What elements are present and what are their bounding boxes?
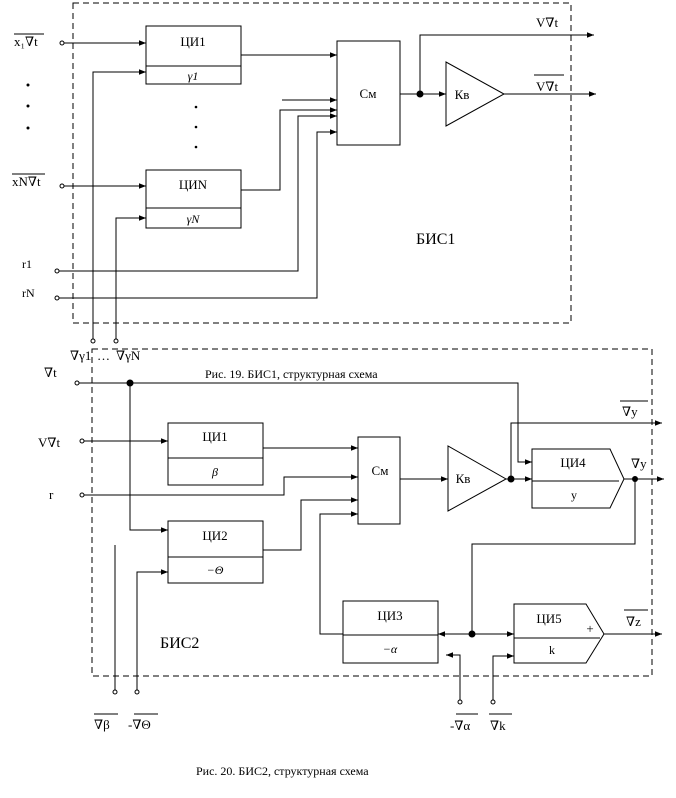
bis2-alpha-label: -∇α: [450, 718, 470, 733]
bis2-k-label: ∇k: [490, 718, 506, 733]
bis2-ci5-block: ЦИ5 k +: [513, 603, 605, 664]
bis2-sm-label: См: [372, 463, 389, 478]
bis2-boundary: [91, 348, 653, 677]
bis2-ci1-param: β: [211, 465, 218, 479]
bis1-input-xn-label: xN∇t: [12, 174, 41, 189]
bis2-ci3-param: −α: [383, 642, 398, 656]
caption-fig19: Рис. 19. БИС1, структурная схема: [205, 367, 378, 381]
bis1-cin-param: γN: [187, 212, 201, 226]
bis2-ci3-out-wire: [319, 511, 358, 635]
bis1-group: ЦИ1 γ1 ЦИN γN См Кв x₁∇t: [12, 2, 596, 363]
bis2-ci4-param: y: [571, 488, 577, 502]
bis1-boundary: [72, 2, 572, 324]
bis1-rn-wire: [59, 129, 337, 299]
bis2-kv-label: Кв: [456, 471, 471, 486]
bis1-ci1-param: γ1: [188, 69, 199, 83]
bis2-label: БИС2: [160, 635, 199, 652]
bis2-ci5-sign: +: [586, 621, 593, 636]
bis1-ci1-block: ЦИ1 γ1: [145, 25, 242, 85]
bis1-xn-terminal: [59, 183, 65, 189]
bis1-r1-wire: [59, 113, 337, 272]
bis2-sm-block: [357, 436, 401, 525]
bis2-ci3-block: ЦИ3 −α: [342, 600, 439, 664]
bis2-group: Рис. 19. БИС1, структурная схема ∇t V∇t …: [38, 348, 664, 733]
bis2-ci1-block: ЦИ1 β: [167, 422, 264, 486]
bis2-ci2-param: −Θ: [207, 563, 224, 577]
bis1-kv-label: Кв: [455, 87, 470, 102]
bis1-gamma1-label: ∇γ1: [70, 348, 91, 363]
bis1-cin-title: ЦИN: [179, 177, 208, 192]
bis2-dt-wire: [79, 382, 532, 465]
bis1-gamman-label: ∇γN: [116, 348, 141, 363]
bis2-ci5-param: k: [549, 643, 555, 657]
bis2-ci5-title: ЦИ5: [536, 611, 561, 626]
bis1-out1-wire: [419, 32, 594, 94]
bis2-ci2-title: ЦИ2: [202, 528, 227, 543]
bis2-ci1-title: ЦИ1: [202, 429, 227, 444]
bis1-sm-label: См: [360, 86, 377, 101]
bis2-ci4-block: ЦИ4 y: [531, 448, 625, 509]
bis1-rn-label: rN: [22, 286, 35, 300]
bis2-dt-branch-wire: [129, 383, 168, 533]
bis1-out2-label: V∇t: [536, 79, 558, 94]
bis1-vdots: [194, 105, 198, 149]
bis2-feedback-wire: [471, 479, 636, 634]
bis2-vdt-label: V∇t: [38, 435, 60, 450]
bis2-ybar-label: ∇y: [622, 404, 638, 419]
bis1-ci1-title: ЦИ1: [180, 34, 205, 49]
bis1-cin-out-wire: [241, 109, 337, 191]
bis2-ci4-title: ЦИ4: [560, 455, 586, 470]
bis2-ci2-block: ЦИ2 −Θ: [167, 520, 264, 584]
bis2-r-wire: [84, 474, 358, 496]
bis2-y-label: ∇y: [631, 456, 647, 471]
bis1-sm-block: [336, 40, 401, 146]
bis2-theta-wire: [136, 569, 168, 690]
bis1-label: БИС1: [416, 231, 455, 248]
bis2-dt-label: ∇t: [44, 365, 57, 380]
bis1-x1-terminal: [59, 40, 65, 46]
bis2-ci2-out-wire: [263, 497, 358, 551]
bis2-ci3-title: ЦИ3: [377, 608, 402, 623]
bis1-out1-label: V∇t: [536, 15, 558, 30]
bis1-cin-block: ЦИN γN: [145, 169, 242, 229]
bis1-gamma-ellipsis: …: [97, 348, 110, 363]
bis1-input-x1-label: x₁∇t: [14, 34, 38, 49]
caption-fig20: Рис. 20. БИС2, структурная схема: [196, 764, 369, 778]
bis2-alpha-wire: [446, 652, 461, 700]
bis1-gamma1-wire: [92, 69, 146, 340]
bis2-ybar-wire: [510, 420, 662, 479]
bis1-input-vdots: [26, 83, 30, 130]
bis2-k-wire: [492, 653, 514, 700]
bis2-r-label: r: [49, 487, 54, 502]
bis2-beta-label: ∇β: [94, 717, 110, 732]
bis2-z-label: ∇z: [626, 614, 641, 629]
bis2-theta-label: -∇Θ: [128, 717, 151, 732]
bis1-gamman-wire: [115, 215, 146, 340]
bis1-r1-label: r1: [22, 257, 32, 271]
